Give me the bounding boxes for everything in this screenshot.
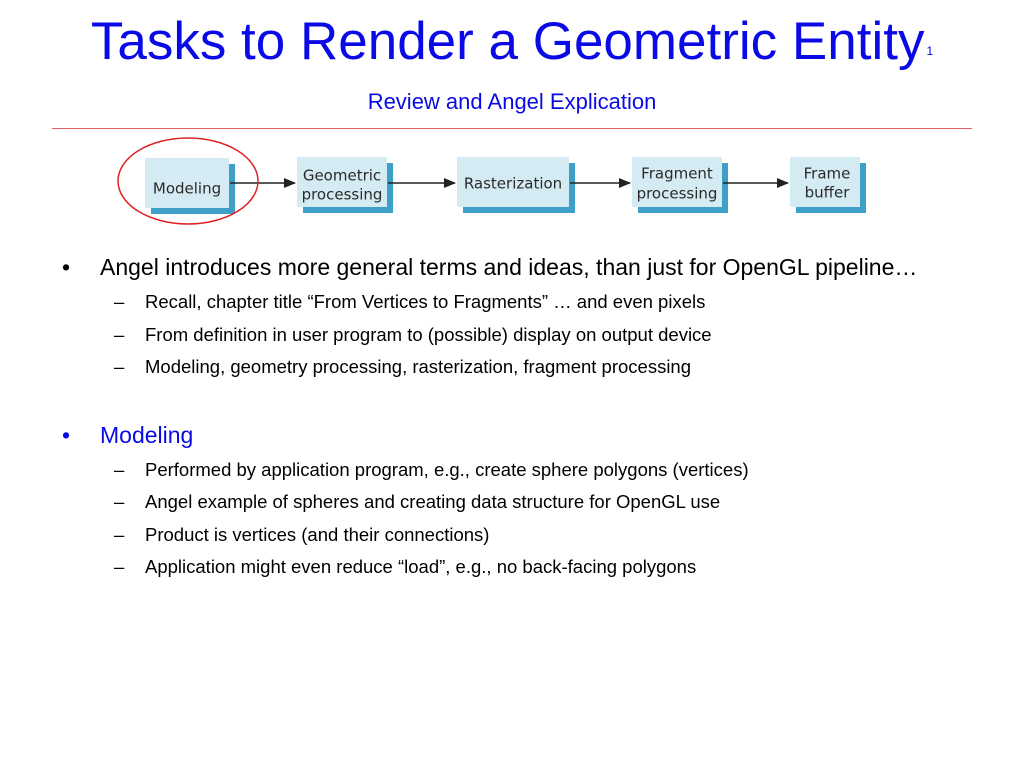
bullet-list: • Angel introduces more general terms an…: [62, 252, 962, 584]
sub-bullet-marker: –: [114, 458, 125, 480]
stage-frame-buffer: Frame buffer: [790, 157, 866, 213]
stage-rasterization: Rasterization: [457, 157, 575, 213]
sub-bullet: –Recall, chapter title “From Vertices to…: [100, 286, 962, 319]
sub-bullet-marker: –: [114, 556, 125, 577]
stage-geometric-label-2: processing: [302, 186, 383, 204]
sub-bullet-text: Recall, chapter title “From Vertices to …: [145, 291, 706, 312]
stage-modeling-label-1: Modeling: [153, 180, 221, 198]
bullet-text: Angel introduces more general terms and …: [100, 254, 918, 280]
stage-frame-label-2: buffer: [805, 184, 851, 202]
sub-bullet: –Application might even reduce “load”, e…: [100, 551, 962, 584]
stage-frame-label-1: Frame: [804, 165, 851, 183]
sub-bullet-text: Angel example of spheres and creating da…: [145, 491, 721, 512]
stage-modeling: Modeling: [145, 158, 235, 214]
sub-bullet-marker: –: [114, 291, 125, 312]
stage-fragment-label-1: Fragment: [641, 165, 713, 183]
bullet-marker: •: [62, 421, 71, 448]
title-divider: [52, 128, 972, 129]
sub-bullet-marker: –: [114, 523, 125, 545]
bullet-angel-terms: • Angel introduces more general terms an…: [62, 252, 962, 384]
sub-bullet-text: Performed by application program, e.g., …: [145, 458, 749, 480]
stage-rasterization-label-1: Rasterization: [464, 175, 562, 193]
stage-fragment-label-2: processing: [637, 185, 718, 203]
sub-bullet-text: From definition in user program to (poss…: [145, 323, 712, 345]
title-text: Tasks to Render a Geometric Entity: [90, 12, 925, 71]
sub-bullet-marker: –: [114, 323, 125, 345]
sub-bullet-marker: –: [114, 356, 125, 377]
pipeline-diagram: Modeling Geometric processing Rasterizat…: [117, 137, 866, 225]
stage-geometric-processing: Geometric processing: [297, 157, 393, 213]
sub-bullet-marker: –: [114, 491, 125, 512]
highlight-circle: [117, 137, 259, 225]
sub-bullet-text: Application might even reduce “load”, e.…: [145, 556, 697, 577]
bullet-modeling: • Modeling –Performed by application pro…: [62, 420, 962, 584]
sub-bullet: –Product is vertices (and their connecti…: [100, 519, 962, 552]
sub-bullet-text: Modeling, geometry processing, rasteriza…: [145, 356, 692, 377]
title-suffix: 1: [926, 44, 934, 58]
sub-bullet-text: Product is vertices (and their connectio…: [145, 523, 490, 545]
stage-fragment-processing: Fragment processing: [632, 157, 728, 213]
sub-bullet: –Performed by application program, e.g.,…: [100, 454, 962, 487]
bullet-text: Modeling: [100, 421, 194, 448]
sub-bullet: –Angel example of spheres and creating d…: [100, 486, 962, 519]
sub-bullet: –From definition in user program to (pos…: [100, 319, 962, 352]
sub-bullet-list: –Recall, chapter title “From Vertices to…: [100, 286, 962, 384]
stage-geometric-label-1: Geometric: [303, 167, 381, 185]
sub-bullet: –Modeling, geometry processing, rasteriz…: [100, 351, 962, 384]
sub-bullet-list: –Performed by application program, e.g.,…: [100, 454, 962, 584]
bullet-marker: •: [62, 254, 71, 280]
slide-subtitle: Review and Angel Explication: [367, 89, 657, 114]
